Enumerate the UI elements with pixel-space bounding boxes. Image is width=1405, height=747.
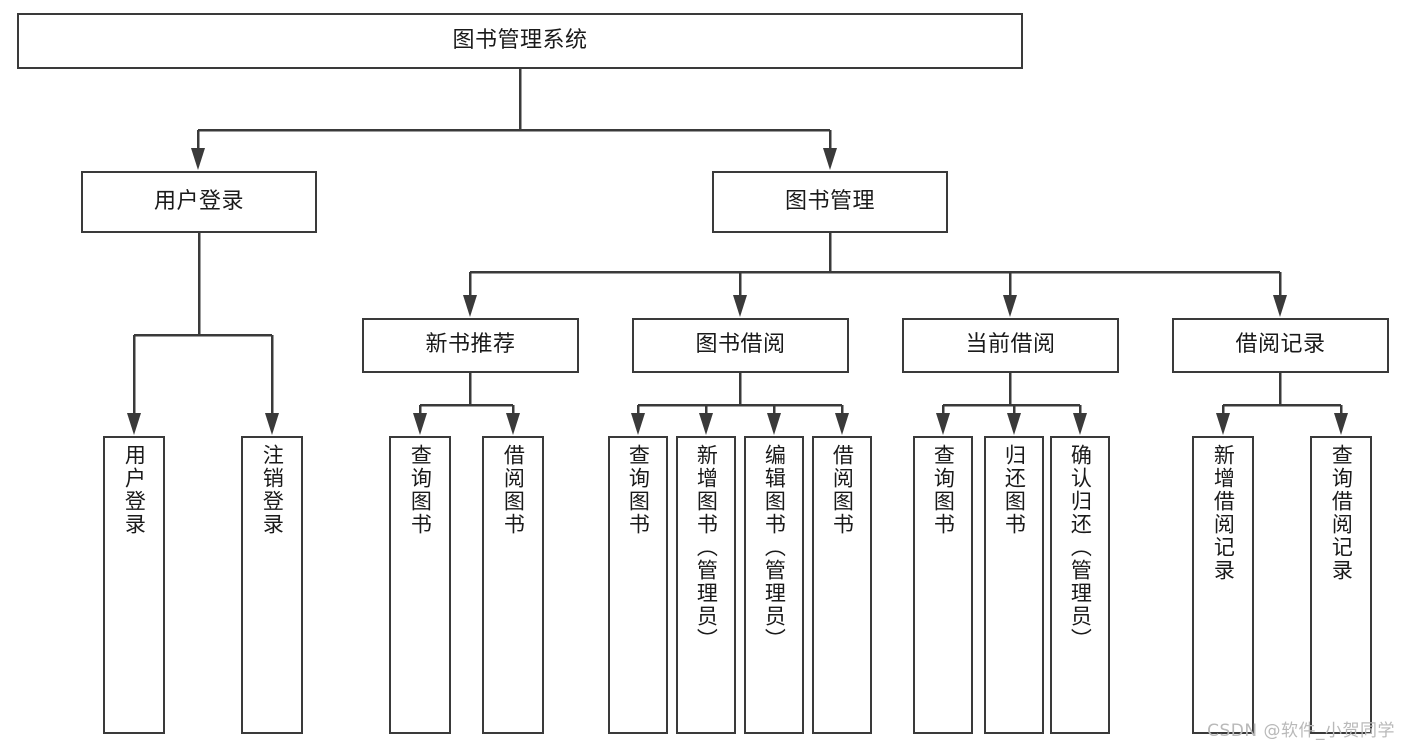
node-label-book-manage: 图书管理 <box>784 188 875 214</box>
node-label-borrow-record: 借阅记录 <box>1235 332 1326 358</box>
node-label-new-book-rec: 新书推荐 <box>425 332 516 358</box>
node-label-root: 图书管理系统 <box>452 27 588 53</box>
node-label-leaf-return-book: 归还图书 <box>1002 444 1027 536</box>
node-leaf-user-login[interactable]: 用户登录 <box>103 436 165 734</box>
node-leaf-query-book-rec[interactable]: 查询图书 <box>389 436 451 734</box>
node-leaf-query-book-bw[interactable]: 查询图书 <box>608 436 668 734</box>
node-root[interactable]: 图书管理系统 <box>17 13 1023 69</box>
node-leaf-query-record[interactable]: 查询借阅记录 <box>1310 436 1372 734</box>
node-borrow-record[interactable]: 借阅记录 <box>1172 318 1389 373</box>
node-label-leaf-query-book-bw: 查询图书 <box>626 444 651 536</box>
node-label-leaf-add-book: 新增图书（管理员） <box>694 444 719 651</box>
node-label-current-borrow: 当前借阅 <box>965 332 1056 358</box>
node-leaf-borrow-book-bw[interactable]: 借阅图书 <box>812 436 872 734</box>
node-label-leaf-logout: 注销登录 <box>260 444 285 536</box>
node-user-login[interactable]: 用户登录 <box>81 171 317 233</box>
node-leaf-confirm-return[interactable]: 确认归还（管理员） <box>1050 436 1110 734</box>
node-label-leaf-borrow-book-rec: 借阅图书 <box>501 444 526 536</box>
node-label-book-borrow: 图书借阅 <box>695 332 786 358</box>
node-leaf-borrow-book-rec[interactable]: 借阅图书 <box>482 436 544 734</box>
node-book-borrow[interactable]: 图书借阅 <box>632 318 849 373</box>
node-new-book-rec[interactable]: 新书推荐 <box>362 318 579 373</box>
node-leaf-return-book[interactable]: 归还图书 <box>984 436 1044 734</box>
node-label-leaf-borrow-book-bw: 借阅图书 <box>830 444 855 536</box>
node-label-leaf-query-record: 查询借阅记录 <box>1329 444 1354 582</box>
node-leaf-add-book[interactable]: 新增图书（管理员） <box>676 436 736 734</box>
node-leaf-add-record[interactable]: 新增借阅记录 <box>1192 436 1254 734</box>
node-leaf-edit-book[interactable]: 编辑图书（管理员） <box>744 436 804 734</box>
node-leaf-query-book-cb[interactable]: 查询图书 <box>913 436 973 734</box>
csdn-watermark: CSDN @软件_小贺同学 <box>1207 721 1395 741</box>
node-label-leaf-query-book-rec: 查询图书 <box>408 444 433 536</box>
node-label-leaf-confirm-return: 确认归还（管理员） <box>1068 444 1093 651</box>
node-label-user-login: 用户登录 <box>153 188 244 214</box>
node-label-leaf-query-book-cb: 查询图书 <box>931 444 956 536</box>
node-label-leaf-add-record: 新增借阅记录 <box>1211 444 1236 582</box>
node-label-leaf-user-login: 用户登录 <box>122 444 147 536</box>
node-leaf-logout[interactable]: 注销登录 <box>241 436 303 734</box>
node-label-leaf-edit-book: 编辑图书（管理员） <box>762 444 787 651</box>
node-current-borrow[interactable]: 当前借阅 <box>902 318 1119 373</box>
node-book-manage[interactable]: 图书管理 <box>712 171 948 233</box>
